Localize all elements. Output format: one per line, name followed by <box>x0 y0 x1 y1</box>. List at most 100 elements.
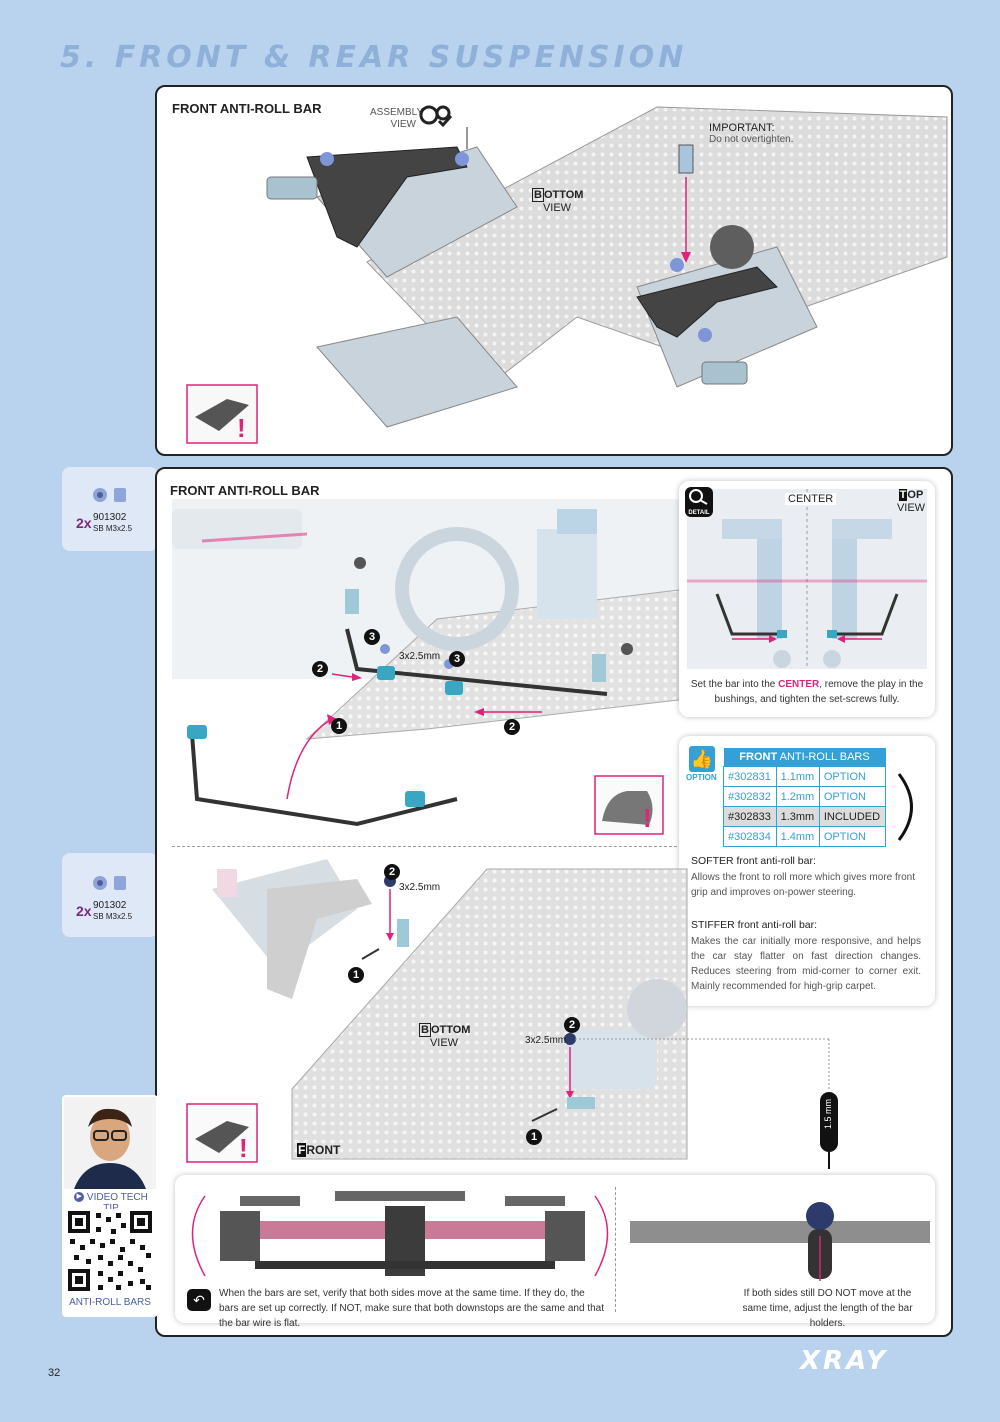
cell-part: #302832 <box>723 786 777 807</box>
important-title: IMPORTANT: <box>709 122 775 134</box>
step-marker: 2 <box>384 864 400 880</box>
anti-roll-bar-illustration: ! <box>172 499 687 835</box>
step-marker: 3 <box>364 629 380 645</box>
chassis-rear-illustration <box>191 1191 609 1277</box>
assembly-view-label: ASSEMBLY VIEW <box>370 107 423 131</box>
thumbs-up-icon: 👍 <box>689 746 715 772</box>
bom-part: 901302 <box>93 512 127 523</box>
step-marker: 2 <box>312 661 328 677</box>
table-row: #302833 1.3mm INCLUDED <box>723 806 887 827</box>
divider-vertical <box>615 1187 616 1312</box>
bracket-icon <box>897 773 913 841</box>
assembly-view-text2: VIEW <box>390 119 416 130</box>
table-header-cell: FRONT ANTI-ROLL BARS <box>723 748 886 767</box>
bom-qty: 2x <box>76 515 92 531</box>
table-header: FRONT ANTI-ROLL BARS <box>723 748 886 767</box>
bottom-view-illustration: ! <box>186 859 838 1169</box>
bottom-view-text: OTTOM <box>430 1024 471 1036</box>
option-label: OPTION <box>686 773 717 782</box>
svg-text:!: ! <box>643 803 652 833</box>
bom-desc: SB M3x2.5 <box>93 524 133 533</box>
section-title: FRONT ANTI-ROLL BAR <box>172 101 322 116</box>
cell-part: #302834 <box>723 826 777 847</box>
bottom-view-text2: VIEW <box>429 1037 459 1049</box>
bottom-note-left: When the bars are set, verify that both … <box>219 1288 605 1329</box>
gears-icon <box>419 103 453 131</box>
top-view-label: TOP VIEW <box>891 489 931 515</box>
bottom-view-text: OTTOM <box>543 189 584 201</box>
cell-part: #302831 <box>723 766 777 787</box>
top-view-t: T <box>898 489 908 501</box>
screw-size-label: 3x2.5mm <box>399 651 441 662</box>
bottom-notes-box: ↶ When the bars are set, verify that bot… <box>175 1175 935 1329</box>
step-marker: 3 <box>449 651 465 667</box>
video-tip-caption: ANTI-ROLL BARS <box>69 1297 151 1308</box>
anti-roll-table: FRONT ANTI-ROLL BARS #302831 1.1mm OPTIO… <box>723 748 887 847</box>
screw-icon <box>93 488 126 502</box>
header-bold: FRONT <box>739 751 778 763</box>
cell-status: OPTION <box>818 786 887 807</box>
step-marker: 2 <box>504 719 520 735</box>
cell-part: #302833 <box>723 806 777 827</box>
important-note: IMPORTANT: Do not overtighten. <box>709 122 794 145</box>
bom-box-1: 2x 901302 SB M3x2.5 <box>62 467 158 551</box>
cell-size: 1.3mm <box>775 806 820 827</box>
table-row: #302834 1.4mm OPTION <box>723 826 887 847</box>
important-text: Do not overtighten. <box>709 134 794 145</box>
bar-holder-illustration <box>630 1202 930 1281</box>
qr-code-icon[interactable] <box>66 1209 154 1293</box>
cell-size: 1.2mm <box>775 786 820 807</box>
step-marker: 1 <box>526 1129 542 1145</box>
avatar <box>64 1097 156 1189</box>
cell-status: INCLUDED <box>818 806 887 827</box>
gauge-label: 1.5 mm <box>823 1099 833 1130</box>
video-tip-text: VIDEO TECH TIP <box>86 1192 148 1214</box>
svg-text:!: ! <box>239 1133 248 1163</box>
bottom-view-text2: VIEW <box>542 202 572 214</box>
play-icon: ▶ <box>74 1192 85 1203</box>
screw-icon <box>93 876 126 890</box>
softer-title: SOFTER front anti-roll bar: <box>691 855 816 867</box>
table-row: #302832 1.2mm OPTION <box>723 786 887 807</box>
video-tip-label[interactable]: ▶ VIDEO TECH TIP <box>66 1192 156 1214</box>
bom-box-2: 2x 901302 SB M3x2.5 <box>62 853 158 937</box>
chassis-illustration: ! <box>186 106 948 444</box>
svg-text:!: ! <box>237 413 246 443</box>
cell-status: OPTION <box>818 766 887 787</box>
bom-qty: 2x <box>76 903 92 919</box>
center-label: CENTER <box>785 493 837 505</box>
cell-status: OPTION <box>818 826 887 847</box>
screw-size-label: 3x2.5mm <box>525 1035 567 1046</box>
info-icon: ↶ <box>187 1289 211 1311</box>
bottom-note-right: If both sides still DO NOT move at the s… <box>742 1288 913 1329</box>
step-marker: 1 <box>331 718 347 734</box>
cell-size: 1.4mm <box>775 826 820 847</box>
cell-size: 1.1mm <box>775 766 820 787</box>
detail-note: Set the bar into the CENTER, remove the … <box>689 677 925 707</box>
bottom-view-b: B <box>419 1023 431 1037</box>
divider <box>172 846 677 847</box>
table-row: #302831 1.1mm OPTION <box>723 766 887 787</box>
detail-note-post: , remove the play in the bushings, and t… <box>714 679 924 705</box>
stiffer-title: STIFFER front anti-roll bar: <box>691 919 818 931</box>
detail-icon: DETAIL <box>685 487 713 517</box>
top-view-text2: VIEW <box>896 502 926 514</box>
header-rest: ANTI-ROLL BARS <box>777 751 870 763</box>
xray-logo: XRAY <box>800 1346 889 1376</box>
detail-note-pre: Set the bar into the <box>690 679 779 690</box>
front-text: RONT <box>306 1143 341 1157</box>
video-tech-tip-box[interactable]: ▶ VIDEO TECH TIP ANTI-ROLL BARS <box>62 1095 158 1317</box>
bottom-view-b: B <box>532 188 544 202</box>
detail-box: DETAIL CENTER TOP VIEW Set the bar into … <box>679 481 935 717</box>
panel-anti-roll-bar: FRONT ANTI-ROLL BAR <box>155 467 953 1337</box>
section-title: FRONT ANTI-ROLL BAR <box>170 483 320 498</box>
stiffer-text: Makes the car initially more responsive,… <box>691 936 921 992</box>
step-marker: 2 <box>564 1017 580 1033</box>
panel-assembly-view: FRONT ANTI-ROLL BAR <box>155 85 953 456</box>
detail-label: DETAIL <box>688 510 710 516</box>
option-box: 👍 OPTION FRONT ANTI-ROLL BARS #302831 1.… <box>679 736 935 1006</box>
screw-size-label: 3x2.5mm <box>399 882 441 893</box>
step-marker: 1 <box>348 967 364 983</box>
